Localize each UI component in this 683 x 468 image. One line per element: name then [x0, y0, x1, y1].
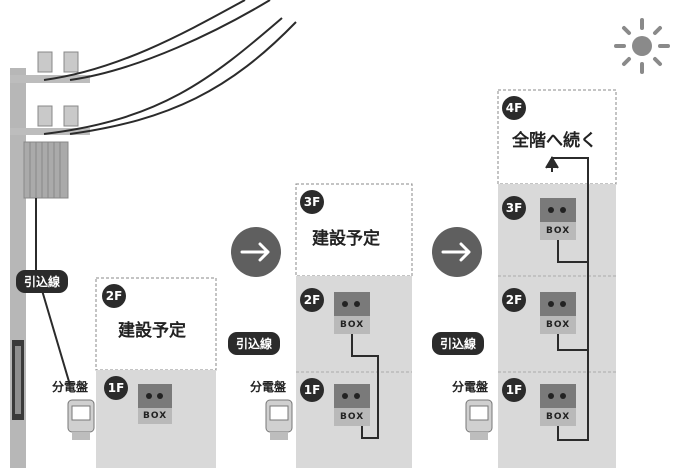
scene2-riser-wire	[351, 334, 379, 439]
distribution-board-label: 分電盤	[452, 380, 489, 394]
arrow-right-icon	[231, 227, 281, 277]
box-label: BOX	[143, 411, 168, 421]
box-label: BOX	[546, 226, 571, 236]
distribution-board-label: 分電盤	[250, 380, 287, 394]
distribution-board-label: 分電盤	[52, 380, 89, 394]
floor-badge-1f: 1F	[104, 376, 128, 400]
scene1-floor1-box	[138, 384, 172, 424]
scene3-floor2-box	[540, 292, 576, 334]
floor-badge-3f: 3F	[502, 196, 526, 220]
scene3-riser-wire	[545, 156, 589, 441]
utility-pole	[10, 51, 90, 468]
scene2-floor1-box	[334, 384, 370, 426]
sun-icon	[614, 18, 670, 74]
planned-construction-text: 建設予定	[312, 229, 380, 249]
scene3-distribution-board	[465, 399, 493, 440]
continues-to-all-floors-text: 全階へ続く	[512, 131, 597, 151]
scene3-floor3-box	[540, 198, 576, 240]
floor-badge-1f: 1F	[300, 378, 324, 402]
box-label: BOX	[340, 320, 365, 330]
floor-badge-3f: 3F	[300, 190, 324, 214]
box-label: BOX	[340, 412, 365, 422]
floor-badge-2f: 2F	[502, 288, 526, 312]
scene3-floor1-box	[540, 384, 576, 426]
intro-line-label: 引込線	[16, 270, 69, 293]
scene1-distribution-board	[67, 399, 95, 440]
scene2-floor2-box	[334, 292, 370, 334]
scene2-distribution-board	[265, 399, 293, 440]
planned-construction-text: 建設予定	[118, 321, 186, 341]
box-label: BOX	[546, 412, 571, 422]
arrow-right-icon	[432, 227, 482, 277]
power-lines	[43, 0, 297, 135]
box-label: BOX	[546, 320, 571, 330]
intro-line-label: 引込線	[228, 332, 281, 355]
floor-badge-2f: 2F	[102, 284, 126, 308]
floor-badge-4f: 4F	[502, 96, 526, 120]
floor-badge-2f: 2F	[300, 288, 324, 312]
floor-badge-1f: 1F	[502, 378, 526, 402]
intro-line-label: 引込線	[432, 332, 485, 355]
